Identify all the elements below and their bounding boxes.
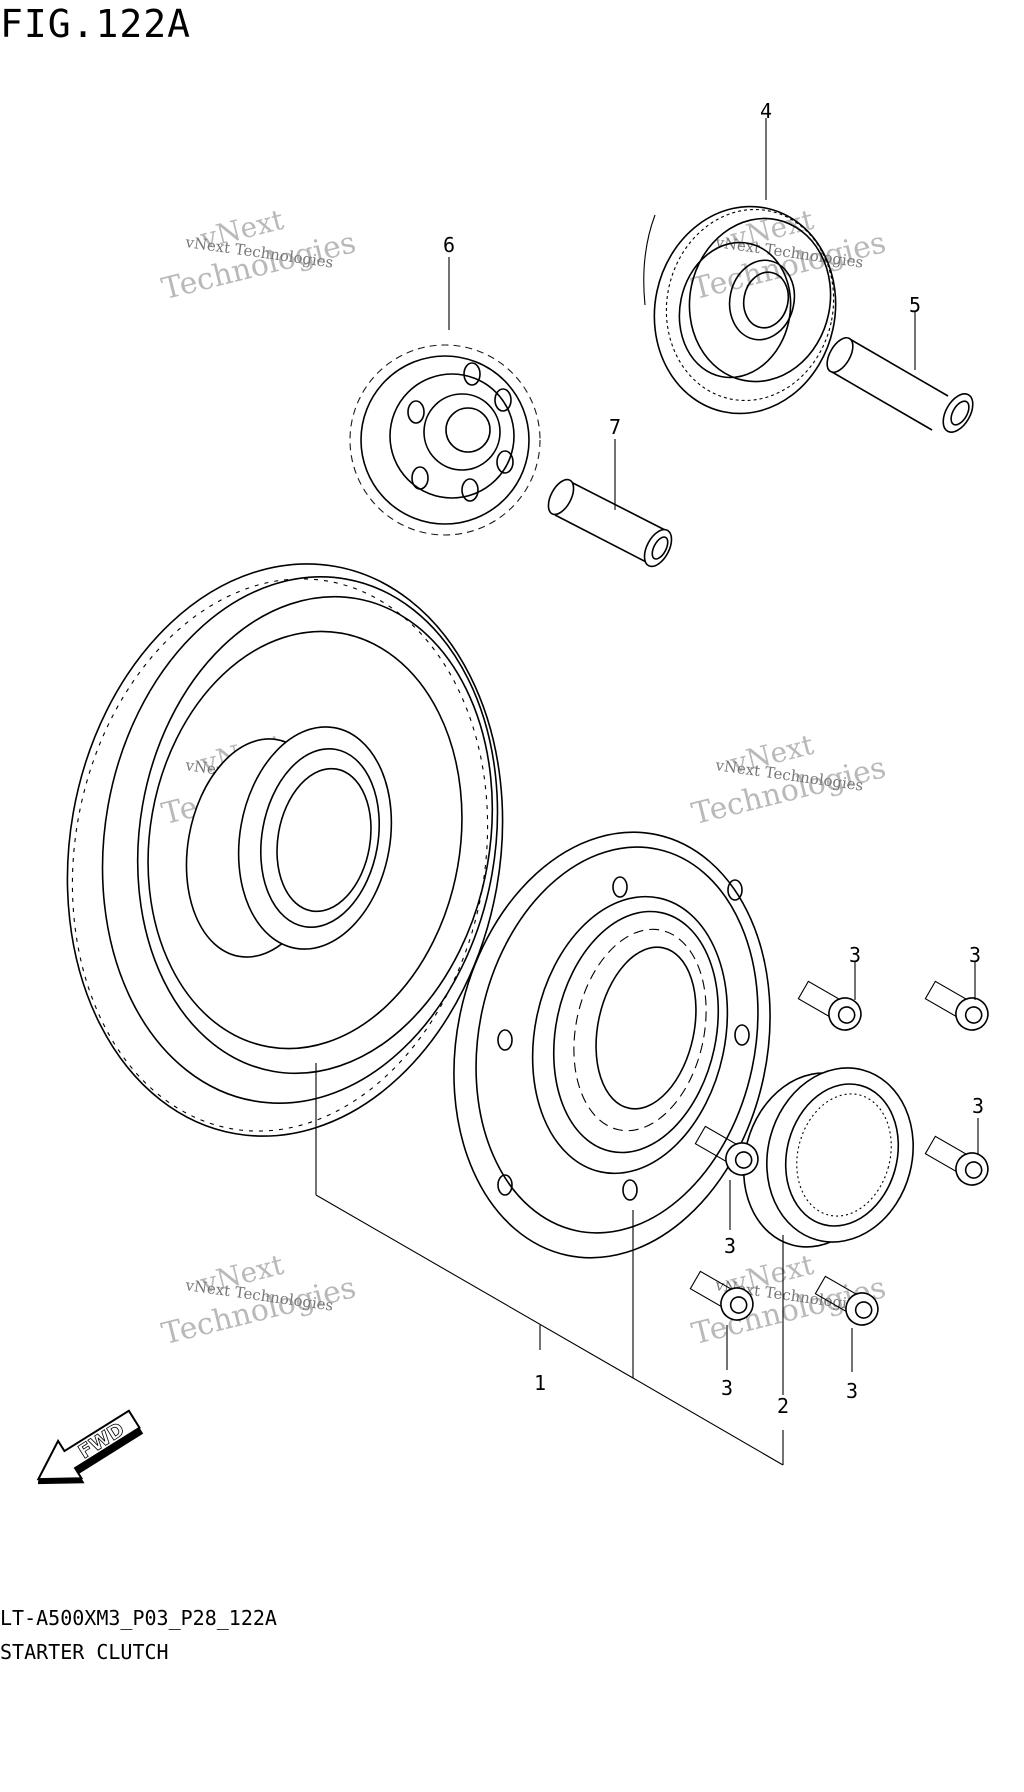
callout-3c: 3 — [972, 1094, 984, 1118]
part-6-spur-gear — [349, 344, 541, 536]
figure-code: LT-A500XM3_P03_P28_122A — [0, 1606, 277, 1630]
part-5-shaft — [826, 337, 974, 433]
bolt-2 — [924, 980, 989, 1031]
bolt-1 — [797, 980, 862, 1031]
callout-7: 7 — [609, 415, 621, 439]
callout-3d: 3 — [724, 1234, 736, 1258]
part-4-gear — [643, 205, 837, 415]
figure-title: FIG.122A — [0, 2, 192, 46]
callout-3a: 3 — [849, 943, 861, 967]
bolt-6 — [814, 1275, 879, 1326]
callout-3f: 3 — [846, 1379, 858, 1403]
bolt-3 — [924, 1135, 989, 1186]
callout-4: 4 — [760, 99, 772, 123]
leader-lines — [315, 118, 979, 1466]
callout-2: 2 — [777, 1394, 789, 1418]
callout-3b: 3 — [969, 943, 981, 967]
callout-1: 1 — [534, 1371, 546, 1395]
part-7-pin — [547, 478, 673, 568]
callout-6: 6 — [443, 233, 455, 257]
bolt-4 — [694, 1125, 759, 1176]
callout-3e: 3 — [721, 1376, 733, 1400]
bolt-5 — [689, 1270, 754, 1321]
part-1-clutch-gear — [66, 563, 504, 1137]
one-way-clutch — [453, 831, 771, 1259]
figure-caption: STARTER CLUTCH — [0, 1640, 169, 1664]
part-2-bearing — [742, 1067, 914, 1248]
callout-5: 5 — [909, 293, 921, 317]
fwd-arrow-icon: FWD — [36, 1409, 144, 1485]
